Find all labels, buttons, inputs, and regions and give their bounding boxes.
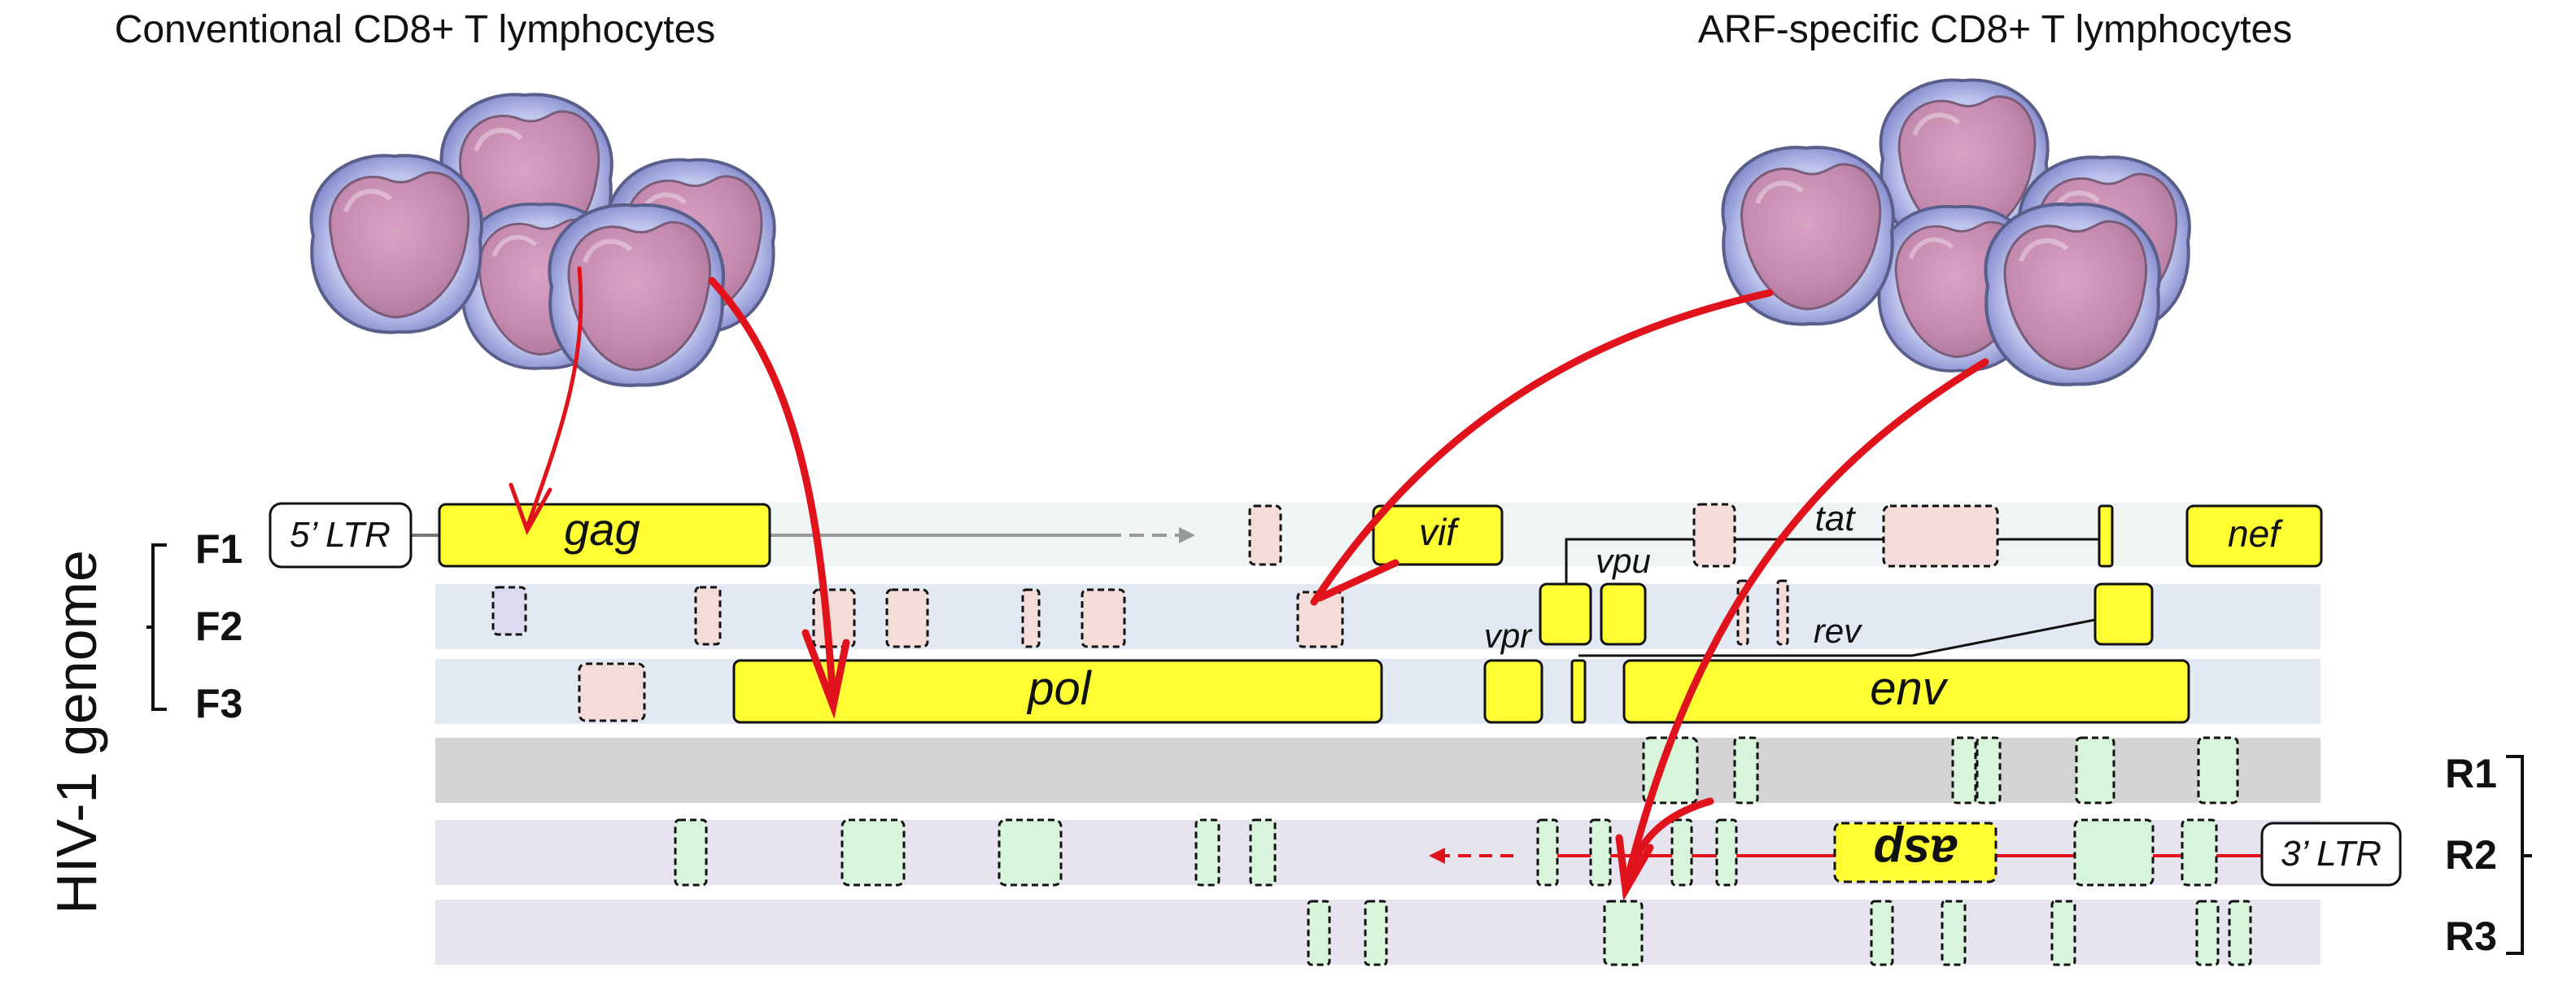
gene-vpr: [1483, 659, 1543, 724]
gene-pol-label: pol: [1026, 662, 1093, 715]
frame-label-f3: F3: [195, 681, 242, 726]
arf-box: [998, 818, 1063, 887]
arf-box: [2197, 736, 2239, 804]
gene-rev-exon: [2094, 582, 2154, 646]
arf-box: [2050, 900, 2076, 966]
arf-box: [1870, 900, 1894, 966]
arf-box: [2075, 736, 2115, 804]
left-title: Conventional CD8+ T lymphocytes: [115, 8, 716, 51]
gene-pol: [732, 659, 1383, 724]
arf-box: [2073, 818, 2155, 887]
arf-box: [1248, 504, 1282, 566]
gene-asp: [1833, 822, 1997, 883]
arf-box: [1976, 736, 2002, 804]
ltr-3-box: [2260, 822, 2402, 887]
gene-nef: [2185, 504, 2323, 568]
arf-box: [694, 586, 722, 646]
arf-box: [1951, 736, 1977, 804]
frame-label-f1: F1: [195, 526, 242, 572]
gene-vif: [1372, 504, 1504, 566]
arf-box: [1307, 900, 1331, 966]
gene-gag-label: gag: [564, 504, 640, 555]
arf-box: [1296, 591, 1344, 648]
gene-vpu-b: [1600, 582, 1647, 646]
arf-box: [1670, 818, 1693, 887]
gene-tat-rev-exon: [1570, 659, 1587, 724]
ltr-5-label: 5’ LTR: [290, 515, 391, 555]
arf-box: [1364, 900, 1388, 966]
arf-box: [812, 588, 856, 648]
gene-tat-label: tat: [1815, 499, 1857, 538]
ltr-5-box: [269, 502, 413, 569]
frame-label-r2: R2: [2445, 832, 2497, 878]
gene-tat-exon: [2098, 504, 2114, 568]
gene-vpr-label: vpr: [1484, 617, 1533, 655]
gene-vpu-a: [1539, 582, 1592, 646]
arf-box: [1194, 818, 1220, 887]
arf-box: [1081, 588, 1126, 648]
genome-label: HIV-1 genome: [45, 550, 108, 913]
gene-nef-label: nef: [2228, 512, 2283, 555]
forward-bracket: [146, 543, 167, 711]
frame-label-r1: R1: [2445, 751, 2497, 796]
right-title: ARF-specific CD8+ T lymphocytes: [1698, 8, 2292, 51]
frame-label-f2: F2: [195, 604, 242, 649]
band-r2: [435, 820, 2321, 885]
arf-box: [674, 818, 708, 887]
arf-box: [885, 588, 929, 648]
gene-env: [1622, 659, 2190, 724]
gene-env-label: env: [1870, 662, 1949, 715]
gene-vpu-label: vpu: [1596, 542, 1651, 580]
arf-box: [1715, 818, 1738, 887]
arf-box: [1882, 504, 1999, 568]
arf-box: [1589, 818, 1612, 887]
arf-box: [1536, 818, 1559, 887]
arf-box: [1776, 579, 1789, 646]
targeting-arrows: [509, 266, 1989, 901]
arf-cell-cluster: [1723, 80, 2190, 384]
conventional-cell-cluster: [312, 94, 775, 385]
gene-vif-label: vif: [1419, 511, 1460, 553]
arf-box: [2228, 900, 2252, 966]
frame-label-r3: R3: [2445, 913, 2497, 959]
arf-box: [1021, 588, 1041, 648]
arf-box: [2181, 818, 2218, 887]
arf-box: [1941, 900, 1967, 966]
arf-box: [1692, 503, 1736, 568]
arf-box: [491, 586, 527, 636]
reverse-bracket: [2506, 755, 2532, 955]
arf-box: [1249, 818, 1277, 887]
arf-box: [1733, 736, 1759, 804]
arf-box: [840, 818, 906, 887]
arf-box: [1603, 900, 1644, 966]
arf-box: [578, 662, 646, 722]
band-r1: [435, 738, 2321, 803]
arf-box: [2195, 900, 2220, 966]
ltr-3-label: 3’ LTR: [2281, 834, 2382, 874]
gene-asp-label: asp: [1873, 826, 1957, 880]
gene-rev-label: rev: [1814, 612, 1863, 650]
